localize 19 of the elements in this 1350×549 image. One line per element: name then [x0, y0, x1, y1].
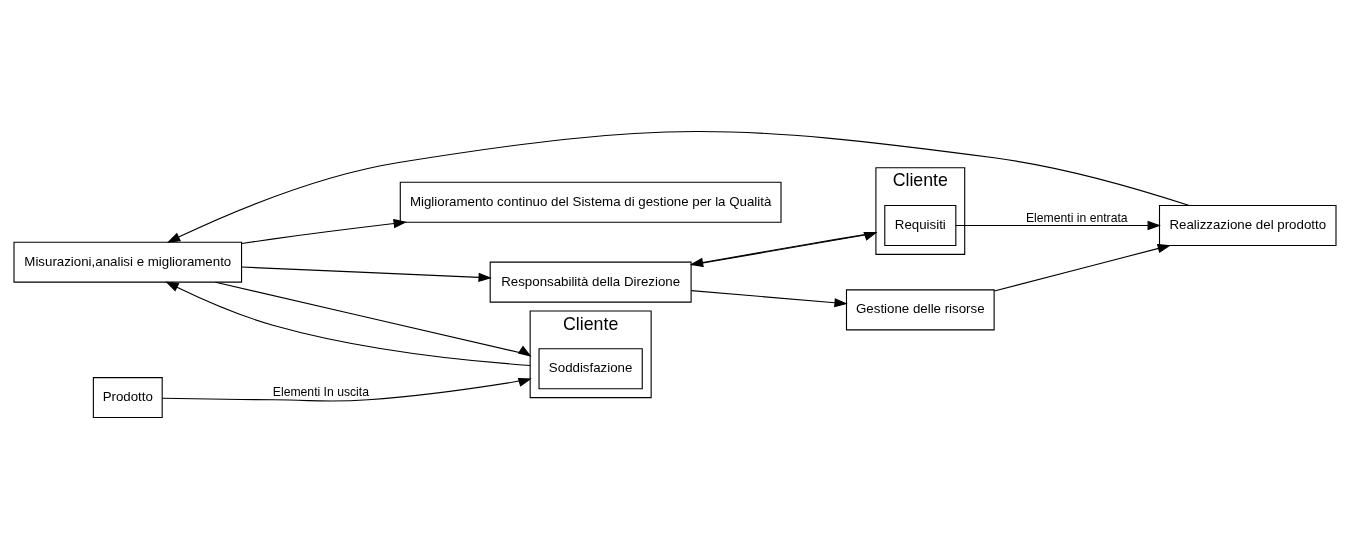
arrow [241, 218, 407, 245]
arrow [166, 131, 1190, 243]
arrow [214, 281, 532, 357]
node-box: Miglioramento continuo del Sistema di gestione per la Qualità [399, 181, 782, 223]
arrow [690, 290, 848, 308]
node-box: Responsabilità della Direzione [489, 261, 692, 303]
arrow [993, 244, 1171, 292]
edge-label: Elementi in entrata [1026, 210, 1128, 225]
edge-label: Elementi In uscita [272, 385, 370, 400]
arrow [161, 377, 532, 402]
node-box: Realizzazione del prodotto [1158, 205, 1337, 247]
node-box: Gestione delle risorse [845, 289, 995, 331]
arrow [955, 220, 1161, 231]
arrow [241, 266, 492, 282]
node-box: Misurazioni,analisi e miglioramento [13, 241, 243, 283]
arrow [165, 281, 531, 367]
node-box: Prodotto [92, 377, 163, 419]
node-box: Soddisfazione [538, 348, 643, 390]
node-box: Requisiti [884, 205, 957, 247]
